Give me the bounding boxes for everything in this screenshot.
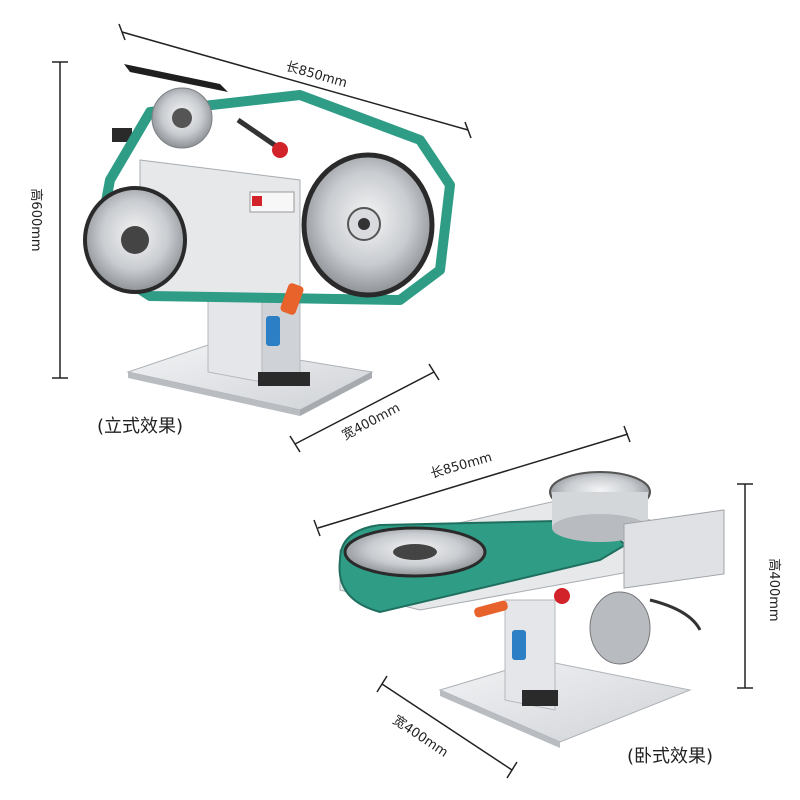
horizontal-stand [504, 599, 556, 711]
horizontal-caption: (卧式效果) [627, 746, 714, 767]
horizontal-width-label: 宽400mm [390, 712, 451, 761]
vertical-grinder: 长850mm 高600mm 宽400mm [28, 23, 472, 453]
vertical-caption: (立式效果) [97, 416, 184, 437]
vertical-height-dimension: 高600mm [28, 61, 68, 379]
vertical-stand [207, 299, 263, 383]
vertical-top-guard [124, 64, 228, 92]
vertical-stand-label [266, 316, 280, 346]
horizontal-motor [589, 591, 651, 665]
horizontal-stand-label [512, 630, 526, 660]
vertical-orange-handle [280, 283, 304, 315]
horizontal-orange-handle [474, 600, 508, 618]
vertical-red-knob [272, 142, 288, 158]
horizontal-grinder: 长850mm 高400mm 宽400mm [313, 425, 782, 779]
horizontal-red-knob [554, 588, 570, 604]
horizontal-base-plate [438, 659, 692, 743]
vertical-width-label: 宽400mm [339, 400, 402, 444]
vertical-tension-lever [236, 117, 278, 149]
horizontal-guard-plate [623, 509, 725, 589]
horizontal-height-label: 高400mm [766, 558, 782, 621]
vertical-height-label: 高600mm [28, 188, 44, 251]
horizontal-height-dimension: 高400mm [737, 483, 782, 689]
